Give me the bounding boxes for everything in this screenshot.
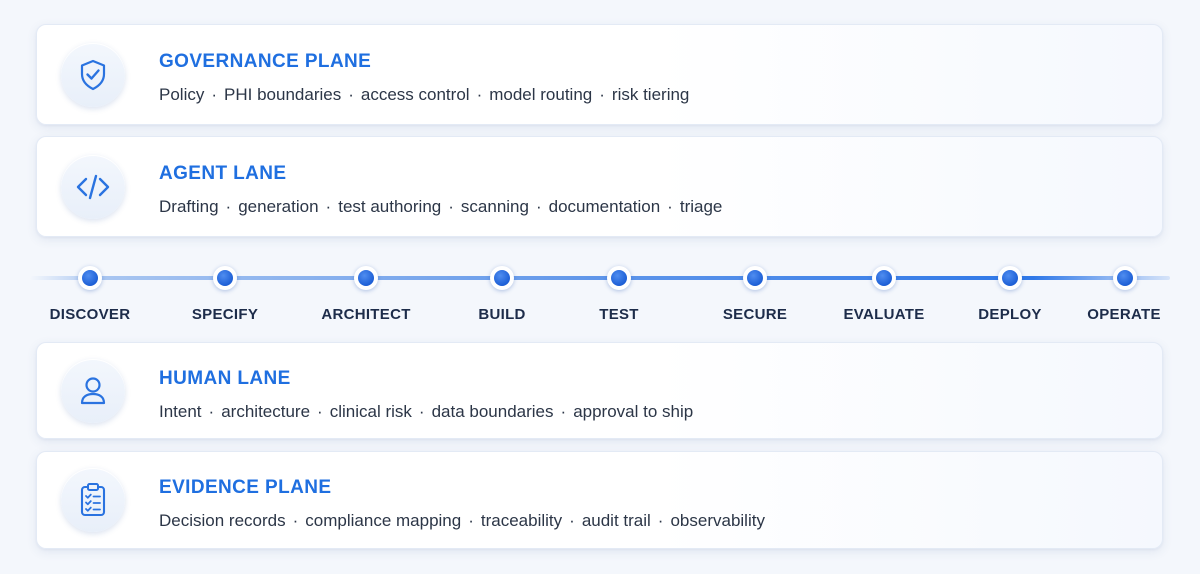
lane-description: Intent · architecture · clinical risk · data b…	[159, 402, 693, 422]
item-separator: ·	[560, 402, 567, 421]
item-separator: ·	[325, 197, 332, 216]
item-separator: ·	[667, 197, 673, 216]
lane-title: GOVERNANCE PLANE	[159, 51, 372, 72]
item-separator: ·	[418, 402, 425, 421]
stage-label-test: TEST	[599, 306, 639, 323]
item-separator: ·	[208, 402, 215, 421]
item-separator: ·	[225, 197, 232, 216]
lane-item: risk tiering	[611, 85, 690, 104]
lane-description: Decision records · compliance mapping · trac…	[159, 511, 765, 531]
lane-item: Decision records	[159, 511, 286, 530]
item-separator: ·	[348, 85, 354, 104]
item-separator: ·	[569, 511, 575, 530]
stage-marker-operate	[1113, 266, 1137, 290]
item-separator: ·	[476, 85, 483, 104]
item-separator: ·	[468, 511, 474, 530]
human-lane-card: HUMAN LANE Intent · architecture · clinical …	[36, 342, 1163, 439]
lane-item: model routing	[489, 85, 593, 104]
lane-item: generation	[238, 197, 319, 216]
item-separator: ·	[292, 511, 299, 530]
lane-item: scanning	[460, 197, 529, 216]
stage-label-build: BUILD	[478, 306, 526, 323]
lane-item: Drafting	[159, 197, 219, 216]
stage-label-specify: SPECIFY	[191, 306, 259, 323]
lane-title: EVIDENCE PLANE	[159, 477, 332, 498]
lane-title: AGENT LANE	[159, 163, 287, 184]
agent-lane-card: AGENT LANE Drafting · generation · test auth…	[36, 136, 1163, 237]
item-separator: ·	[317, 402, 323, 421]
lane-item: traceability	[480, 511, 563, 530]
stage-marker-build	[490, 266, 514, 290]
lane-item: Policy	[159, 85, 205, 104]
user-icon	[61, 359, 125, 423]
lifecycle-timeline: DISCOVER SPECIFY ARCHITECT BUILD TEST SE…	[0, 262, 1200, 332]
stage-marker-test	[607, 266, 631, 290]
evidence-plane-card: EVIDENCE PLANE Decision records · complian…	[36, 451, 1163, 549]
lane-item: approval to ship	[573, 402, 694, 421]
stage-label-deploy: DEPLOY	[978, 306, 1042, 323]
lane-item: triage	[679, 197, 723, 216]
item-separator: ·	[448, 197, 454, 216]
stage-marker-evaluate	[872, 266, 896, 290]
lane-item: documentation	[548, 197, 661, 216]
lane-item: PHI boundaries	[224, 85, 342, 104]
lane-item: test authoring	[338, 197, 442, 216]
lane-item: architecture	[221, 402, 311, 421]
lane-item: data boundaries	[431, 402, 554, 421]
lane-description: Policy · PHI boundaries · access control · mod…	[159, 85, 689, 105]
stage-marker-deploy	[998, 266, 1022, 290]
item-separator: ·	[535, 197, 542, 216]
item-separator: ·	[599, 85, 605, 104]
timeline-track	[30, 276, 1170, 280]
stage-label-evaluate: EVALUATE	[843, 306, 925, 323]
stage-marker-architect	[354, 266, 378, 290]
lane-item: access control	[360, 85, 470, 104]
stage-marker-specify	[213, 266, 237, 290]
clipboard-checklist-icon	[61, 468, 125, 532]
stage-label-secure: SECURE	[722, 306, 788, 323]
lane-item: Intent	[159, 402, 202, 421]
item-separator: ·	[211, 85, 218, 104]
lane-title: HUMAN LANE	[159, 368, 291, 389]
stage-marker-discover	[78, 266, 102, 290]
lane-item: observability	[670, 511, 765, 530]
stage-label-operate: OPERATE	[1087, 306, 1161, 323]
code-icon	[61, 155, 125, 219]
governance-plane-card: GOVERNANCE PLANE Policy · PHI boundaries · a…	[36, 24, 1163, 125]
shield-check-icon	[61, 43, 125, 107]
lane-item: compliance mapping	[305, 511, 462, 530]
lane-item: audit trail	[581, 511, 651, 530]
lane-item: clinical risk	[329, 402, 412, 421]
stage-label-architect: ARCHITECT	[321, 306, 411, 323]
stage-label-discover: DISCOVER	[49, 306, 131, 323]
item-separator: ·	[657, 511, 664, 530]
stage-marker-secure	[743, 266, 767, 290]
lane-description: Drafting · generation · test authoring · scann…	[159, 197, 722, 217]
